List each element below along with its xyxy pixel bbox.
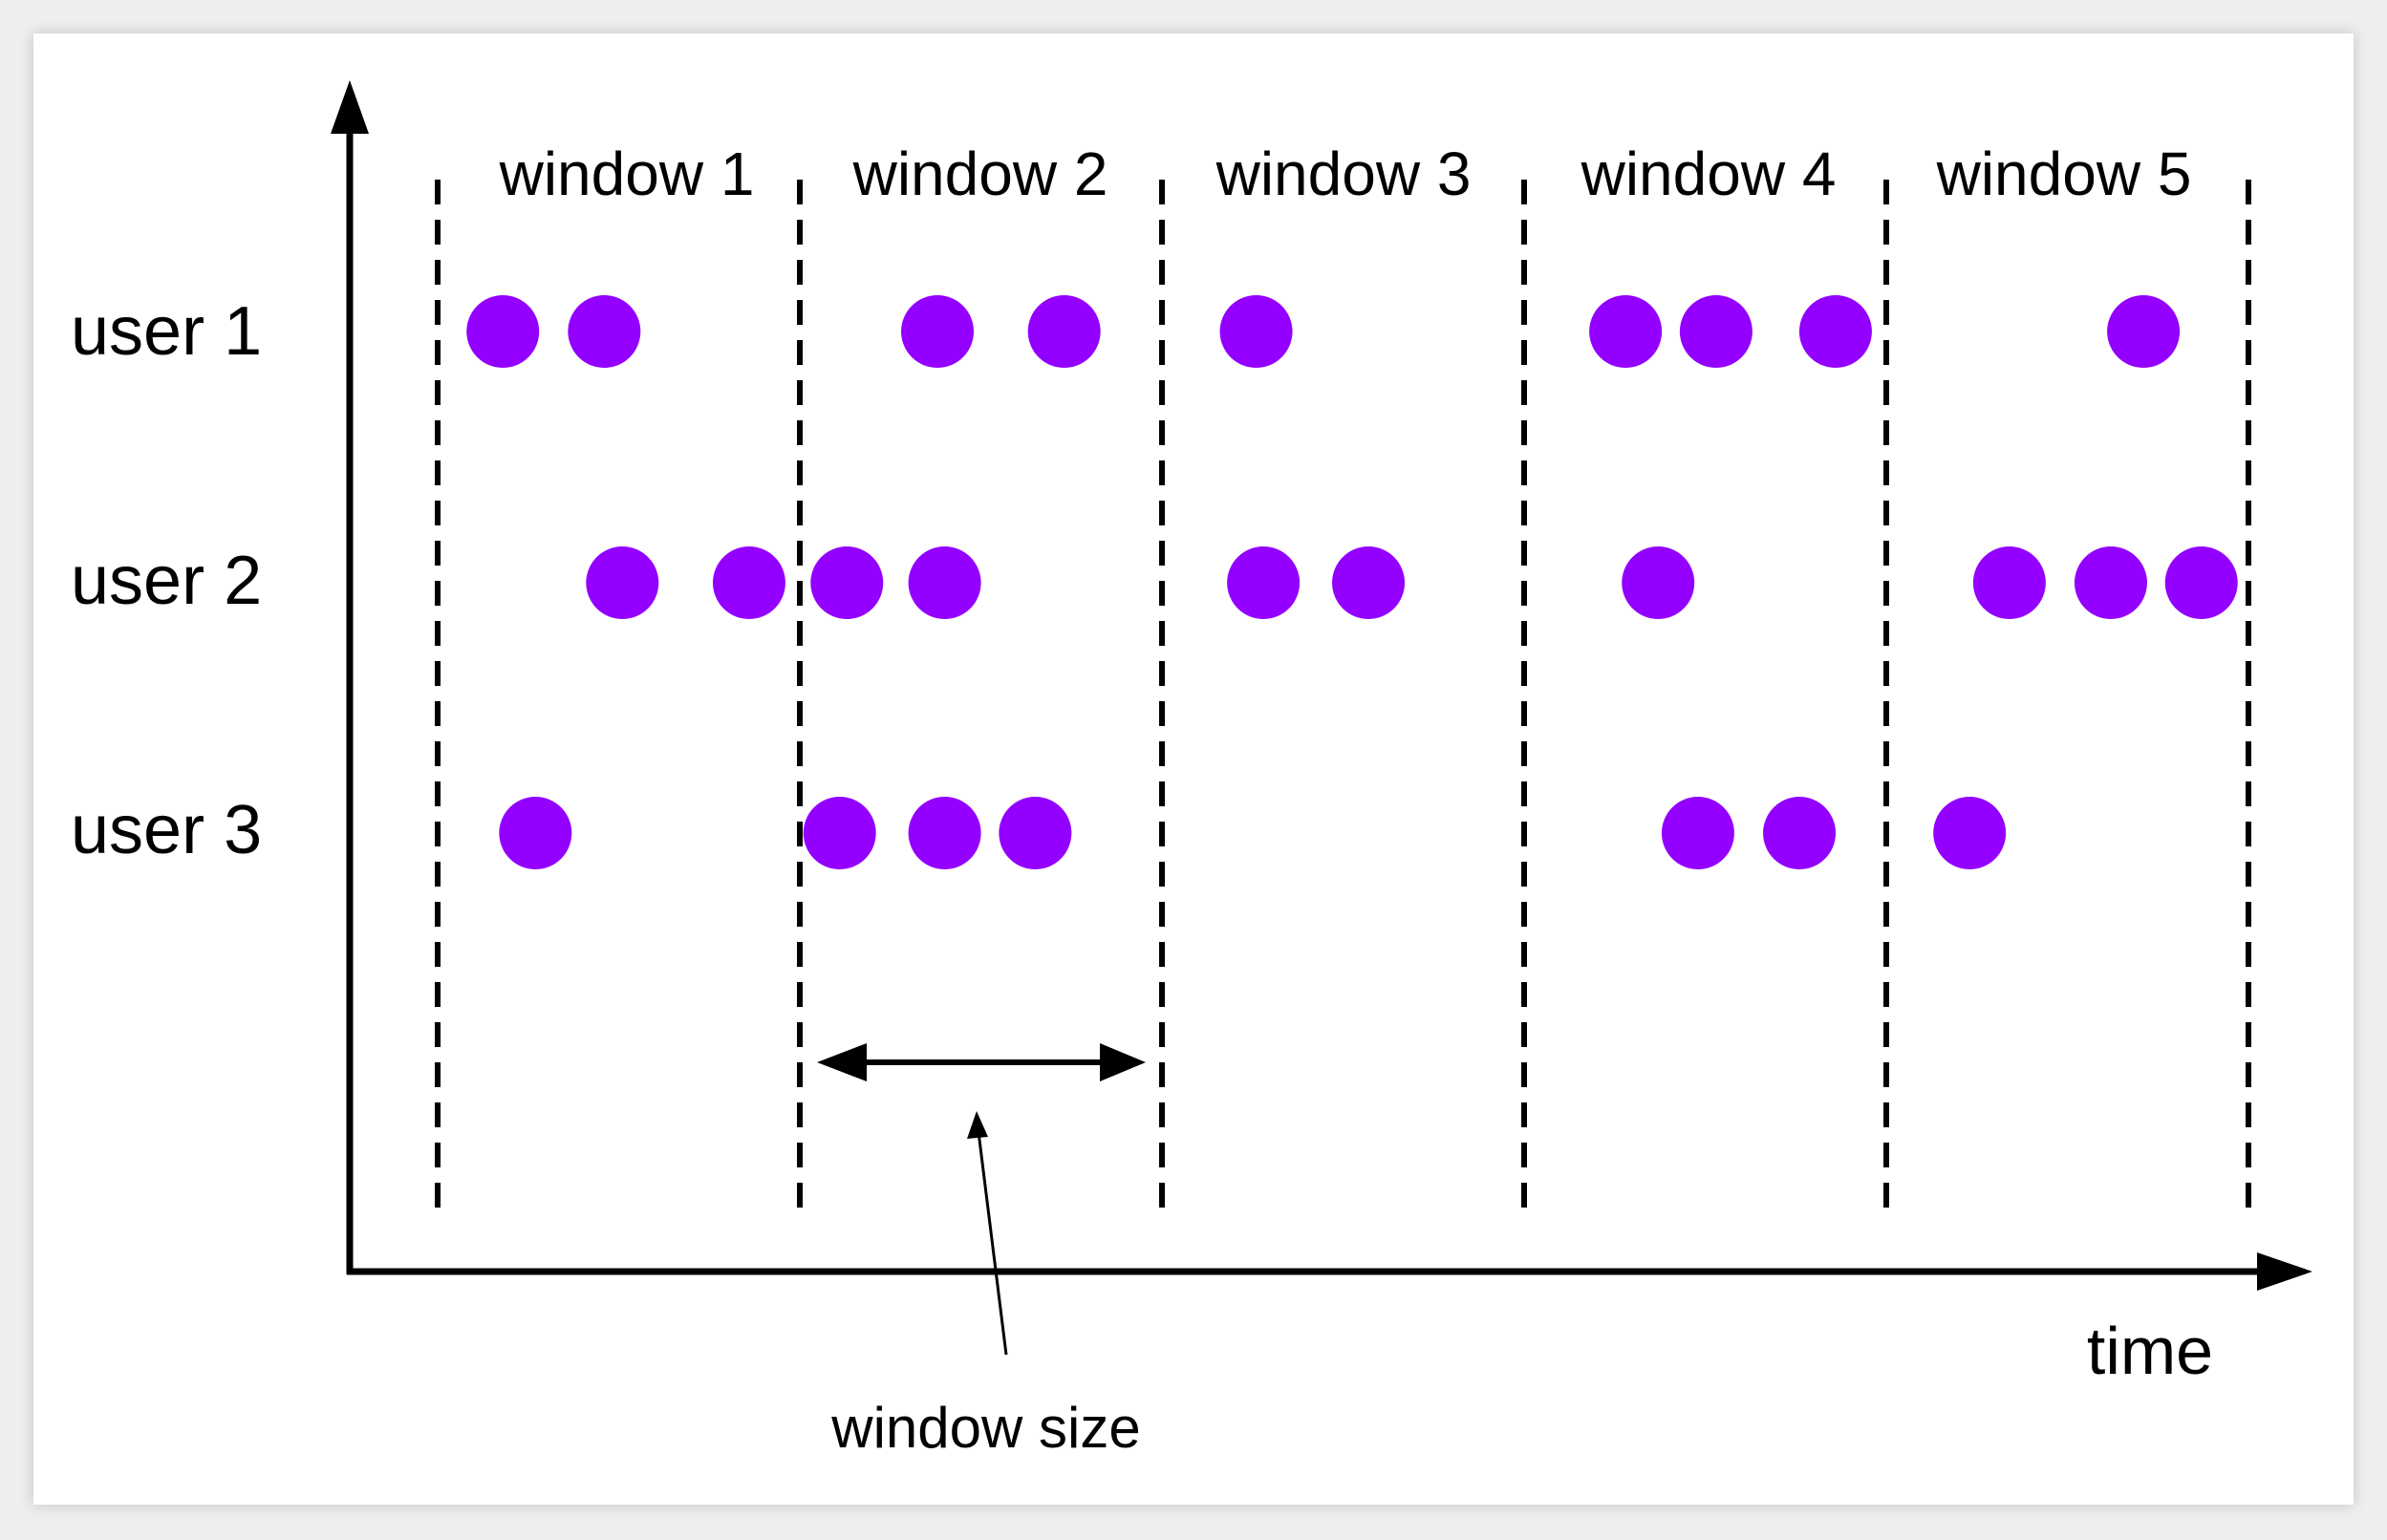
event-dot-user2-9 [2074,546,2147,619]
event-dot-user1-7 [1679,295,1753,368]
event-dot-user3-4 [999,797,1072,869]
window-size-label: window size [830,1396,1140,1460]
x-axis-arrowhead [2257,1252,2312,1291]
user-label-2: user 2 [71,543,262,619]
event-dot-user2-2 [712,546,785,619]
event-dot-user1-5 [1219,295,1293,368]
event-dot-user3-5 [1661,797,1734,869]
event-dot-user3-6 [1763,797,1837,869]
event-dots [466,295,2238,869]
event-dot-user2-8 [1972,546,2046,619]
event-dot-user2-3 [810,546,884,619]
diagram-card [33,33,2354,1505]
event-dot-user1-2 [568,295,641,368]
y-axis-arrowhead [331,80,369,134]
event-dot-user3-2 [803,797,876,869]
event-dot-user3-3 [908,797,981,869]
window-size-arrowhead-right [1100,1043,1146,1081]
event-dot-user2-6 [1332,546,1406,619]
window-label-1: window 1 [499,139,755,208]
event-dot-user3-1 [499,797,572,869]
window-size-arrowhead-left [817,1043,867,1081]
user-label-3: user 3 [71,792,262,868]
event-dot-user1-9 [2107,295,2181,368]
event-dot-user3-7 [1933,797,2007,869]
window-label-3: window 3 [1215,139,1472,208]
event-dot-user2-10 [2164,546,2238,619]
event-dot-user1-3 [901,295,975,368]
window-label-4: window 4 [1581,139,1837,208]
event-dot-user2-4 [908,546,981,619]
window-label-5: window 5 [1936,139,2192,208]
event-dot-user1-6 [1589,295,1663,368]
window-label-2: window 2 [852,139,1108,208]
event-dot-user2-5 [1227,546,1301,619]
user-label-1: user 1 [71,293,262,370]
event-dot-user1-4 [1027,295,1101,368]
window-boundaries [435,180,2251,1211]
event-dot-user1-1 [466,295,540,368]
time-axis-label: time [2087,1314,2213,1388]
event-dot-user2-7 [1622,546,1695,619]
window-size-pointer-arrowhead [967,1111,988,1139]
event-dot-user1-8 [1798,295,1872,368]
event-dot-user2-1 [586,546,659,619]
window-size-pointer [977,1131,1008,1356]
